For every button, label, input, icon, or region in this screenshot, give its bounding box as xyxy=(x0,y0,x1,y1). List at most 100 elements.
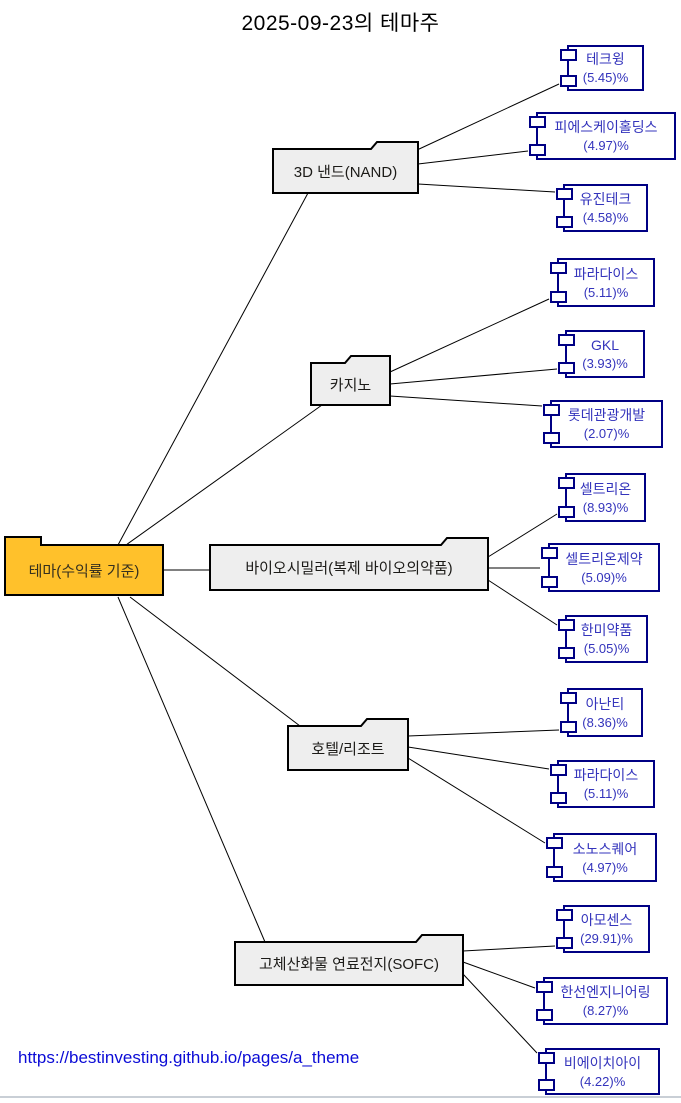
component-tab-icon xyxy=(550,792,567,804)
edge-line xyxy=(487,513,558,558)
edge-line xyxy=(129,596,301,727)
stock-name: 비에이치아이 xyxy=(563,1054,642,1071)
stock-name: 소노스퀘어 xyxy=(572,840,638,857)
stock-change: (4.22)% xyxy=(579,1073,626,1089)
stock-change: (29.91)% xyxy=(580,931,633,946)
stock-change: (5.11)% xyxy=(583,284,629,300)
edge-line xyxy=(417,183,556,193)
edge-line xyxy=(417,150,529,165)
component-tab-icon xyxy=(543,404,560,416)
stock-name: 아모센스 xyxy=(580,912,633,928)
component-tab-icon xyxy=(558,362,575,374)
stock-node: 셀트리온 (8.93)% xyxy=(558,473,646,522)
edge-line xyxy=(125,404,323,546)
edge-line xyxy=(389,298,550,373)
stock-name: 파라다이스 xyxy=(573,767,639,783)
edge-line xyxy=(117,596,266,943)
edge-line xyxy=(389,368,558,385)
theme-label-nand: 3D 낸드(NAND) xyxy=(293,163,398,181)
edge-line xyxy=(462,945,556,952)
theme-folder-shape-biosimilar xyxy=(209,537,489,591)
stock-node: 한미약품 (5.05)% xyxy=(558,615,648,663)
edge-line xyxy=(407,757,546,844)
stock-name: 테크윙 xyxy=(586,51,625,67)
component-tab-icon xyxy=(560,721,577,733)
theme-label-hotel: 호텔/리조트 xyxy=(311,740,385,758)
edge-line xyxy=(462,961,536,989)
component-tab-icon xyxy=(543,432,560,444)
stock-node: 셀트리온제약 (5.09)% xyxy=(541,543,660,592)
theme-folder-shape-nand xyxy=(272,141,419,194)
stock-name: 아난티 xyxy=(585,695,625,712)
component-tab-icon xyxy=(550,764,567,776)
component-tab-icon xyxy=(529,144,546,156)
stock-node: 테크윙 (5.45)% xyxy=(560,45,644,91)
stock-change: (5.11)% xyxy=(583,786,629,801)
stock-change: (5.45)% xyxy=(582,70,629,85)
component-tab-icon xyxy=(550,262,567,274)
component-tab-icon xyxy=(560,692,577,704)
edge-line xyxy=(389,395,543,407)
stock-change: (8.36)% xyxy=(582,714,628,730)
component-tab-icon xyxy=(558,334,575,346)
stock-change: (4.97)% xyxy=(582,859,628,875)
stock-name: GKL xyxy=(590,337,619,353)
component-tab-icon xyxy=(558,619,575,631)
theme-folder-shape-hotel xyxy=(287,718,409,771)
stock-name: 유진테크 xyxy=(579,191,632,207)
component-tab-icon xyxy=(556,937,573,949)
stock-name: 셀트리온 xyxy=(579,480,632,497)
bottom-divider xyxy=(0,1096,681,1098)
stock-name: 한미약품 xyxy=(580,622,633,638)
stock-node: 유진테크 (4.58)% xyxy=(556,184,648,232)
stock-node: 파라다이스 (5.11)% xyxy=(550,258,655,307)
edge-line xyxy=(407,729,560,737)
component-tab-icon xyxy=(546,866,563,878)
stock-node: GKL (3.93)% xyxy=(558,330,645,378)
edge-line xyxy=(117,192,309,546)
edge-line xyxy=(407,746,550,770)
stock-change: (4.58)% xyxy=(582,210,629,225)
stock-node: 롯데관광개발 (2.07)% xyxy=(543,400,663,448)
component-tab-icon xyxy=(558,477,575,489)
edge-line xyxy=(462,973,538,1054)
stock-change: (8.93)% xyxy=(582,499,629,515)
component-tab-icon xyxy=(558,506,575,518)
theme-folder-shape-casino xyxy=(310,355,391,406)
theme-label-biosimilar: 바이오시밀러(복제 바이오의약품) xyxy=(245,560,453,577)
component-tab-icon xyxy=(560,75,577,87)
component-tab-icon xyxy=(560,49,577,61)
component-tab-icon xyxy=(538,1079,555,1091)
stock-name: 한선엔지니어링 xyxy=(560,984,651,1000)
component-tab-icon xyxy=(529,116,546,128)
stock-change: (4.97)% xyxy=(583,138,629,153)
edge-line xyxy=(416,83,560,151)
stock-node: 한선엔지니어링 (8.27)% xyxy=(536,977,668,1025)
component-tab-icon xyxy=(541,576,558,588)
stock-name: 셀트리온제약 xyxy=(565,550,643,567)
stock-name: 롯데관광개발 xyxy=(567,407,646,423)
component-tab-icon xyxy=(536,1009,553,1021)
component-tab-icon xyxy=(556,909,573,921)
stock-name: 파라다이스 xyxy=(573,265,639,282)
stock-change: (2.07)% xyxy=(583,426,630,441)
theme-label-sofc: 고체산화물 연료전지(SOFC) xyxy=(258,956,440,973)
component-tab-icon xyxy=(556,188,573,200)
stock-node: 소노스퀘어 (4.97)% xyxy=(546,833,657,882)
root-tab-shape xyxy=(4,536,164,596)
stock-node: 파라다이스 (5.11)% xyxy=(550,760,655,808)
edges-group xyxy=(117,83,560,1054)
edge-line xyxy=(487,579,558,626)
stock-node: 비에이치아이 (4.22)% xyxy=(538,1048,660,1095)
source-link[interactable]: https://bestinvesting.github.io/pages/a_… xyxy=(18,1048,360,1067)
page-title: 2025-09-23의 테마주 xyxy=(241,12,440,35)
stock-change: (5.09)% xyxy=(581,569,627,585)
stock-name: 피에스케이홀딩스 xyxy=(554,119,658,135)
component-tab-icon xyxy=(546,837,563,849)
theme-folder-shape-sofc xyxy=(234,934,464,986)
stock-node: 아난티 (8.36)% xyxy=(560,688,643,737)
stock-node: 아모센스 (29.91)% xyxy=(556,905,650,953)
component-tab-icon xyxy=(541,547,558,559)
